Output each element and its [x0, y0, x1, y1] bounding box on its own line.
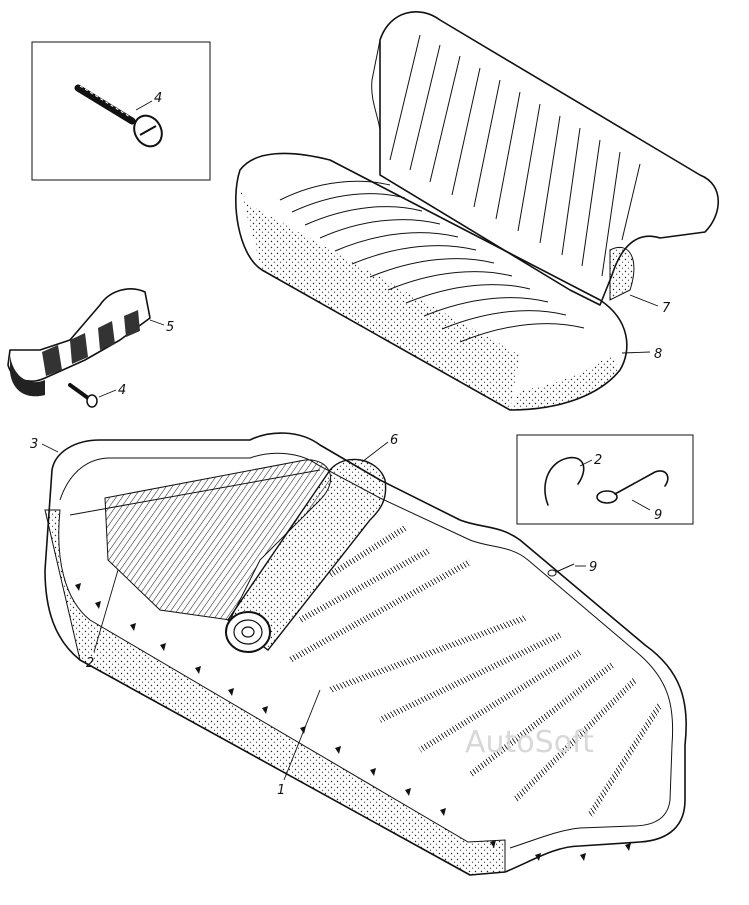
screw-icon: [74, 84, 163, 148]
springs: [288, 525, 663, 817]
callout-2-box: 2: [594, 453, 602, 468]
cloth-roll: [225, 458, 387, 653]
callout-4-small: 4: [118, 383, 126, 398]
seat-frame-assembly: 6 3 2 1 9: [30, 432, 687, 876]
callout-8: 8: [654, 347, 662, 362]
hooks-inset-box: 2 9: [516, 434, 694, 525]
backrest-ribs: [389, 34, 641, 277]
loose-hook-icon: [547, 563, 575, 577]
callout-1: 1: [277, 783, 285, 798]
callout-3: 3: [30, 437, 38, 452]
callout-9-box: 9: [654, 508, 662, 523]
callout-7: 7: [662, 301, 671, 316]
callout-6: 6: [390, 433, 398, 448]
seat-ribs: [279, 180, 585, 343]
callout-9-free: 9: [589, 560, 597, 575]
fixing-bracket: 5: [7, 288, 174, 397]
hook-2-icon: [544, 456, 585, 506]
callout-2-left: 2: [86, 656, 94, 671]
hook-9-icon: [596, 470, 669, 504]
callout-5: 5: [166, 320, 174, 335]
watermark: AutoSoft: [465, 725, 594, 760]
screw-inset-box: 4: [31, 41, 211, 181]
seat-cushion-assembly: 7 8: [234, 11, 720, 411]
small-screw-icon: 4: [68, 383, 126, 408]
callout-4-box: 4: [154, 91, 162, 106]
